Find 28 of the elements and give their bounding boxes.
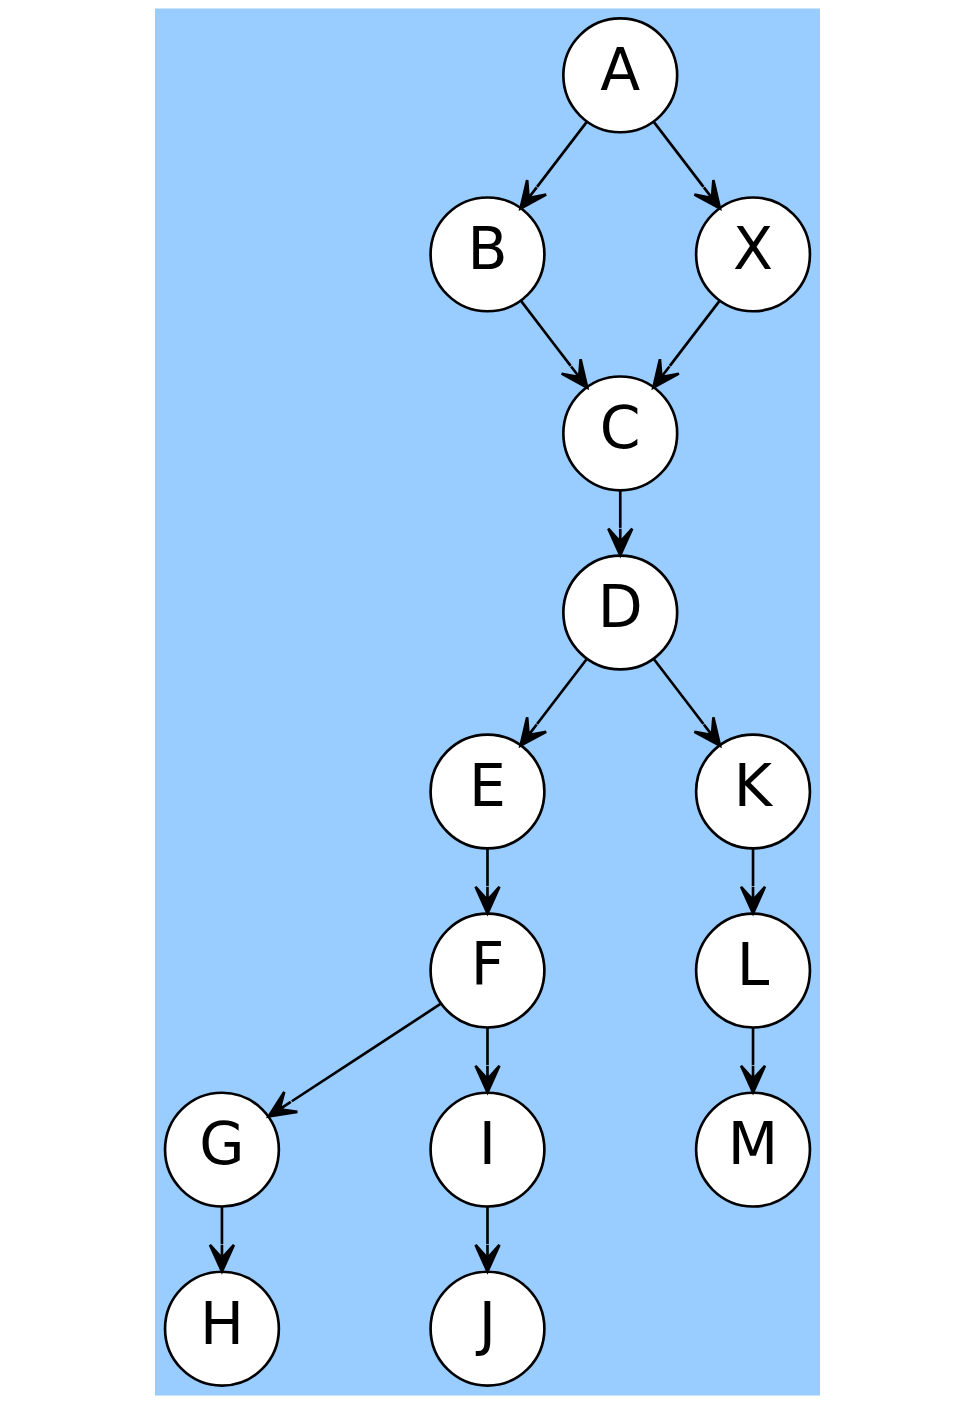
node-circle: A bbox=[562, 17, 679, 134]
node-circle: H bbox=[163, 1270, 281, 1387]
arrow bbox=[739, 848, 767, 915]
node-circle: M bbox=[694, 1091, 812, 1208]
node-circle: C bbox=[562, 375, 679, 492]
node-circle: G bbox=[163, 1091, 281, 1208]
arrow bbox=[474, 1206, 501, 1273]
arrow bbox=[739, 1027, 767, 1094]
arrow bbox=[519, 300, 589, 389]
arrow bbox=[652, 658, 722, 747]
arrow bbox=[474, 848, 501, 915]
arrow bbox=[651, 300, 721, 389]
arrow bbox=[208, 1206, 236, 1273]
arrow bbox=[519, 121, 588, 210]
node-circle: J bbox=[429, 1270, 546, 1387]
node-circle: L bbox=[694, 912, 812, 1029]
arrow bbox=[652, 121, 722, 210]
arrow bbox=[474, 1027, 501, 1094]
node-circle: D bbox=[562, 554, 679, 671]
node-circle: E bbox=[429, 733, 546, 850]
node-circle: F bbox=[429, 912, 546, 1029]
arrow bbox=[606, 490, 634, 557]
node-circle: X bbox=[694, 196, 812, 313]
arrow bbox=[519, 658, 588, 747]
node-circle: B bbox=[429, 196, 546, 313]
node-circle: K bbox=[694, 733, 812, 850]
node-circle: I bbox=[429, 1091, 546, 1208]
arrow bbox=[267, 1002, 442, 1118]
